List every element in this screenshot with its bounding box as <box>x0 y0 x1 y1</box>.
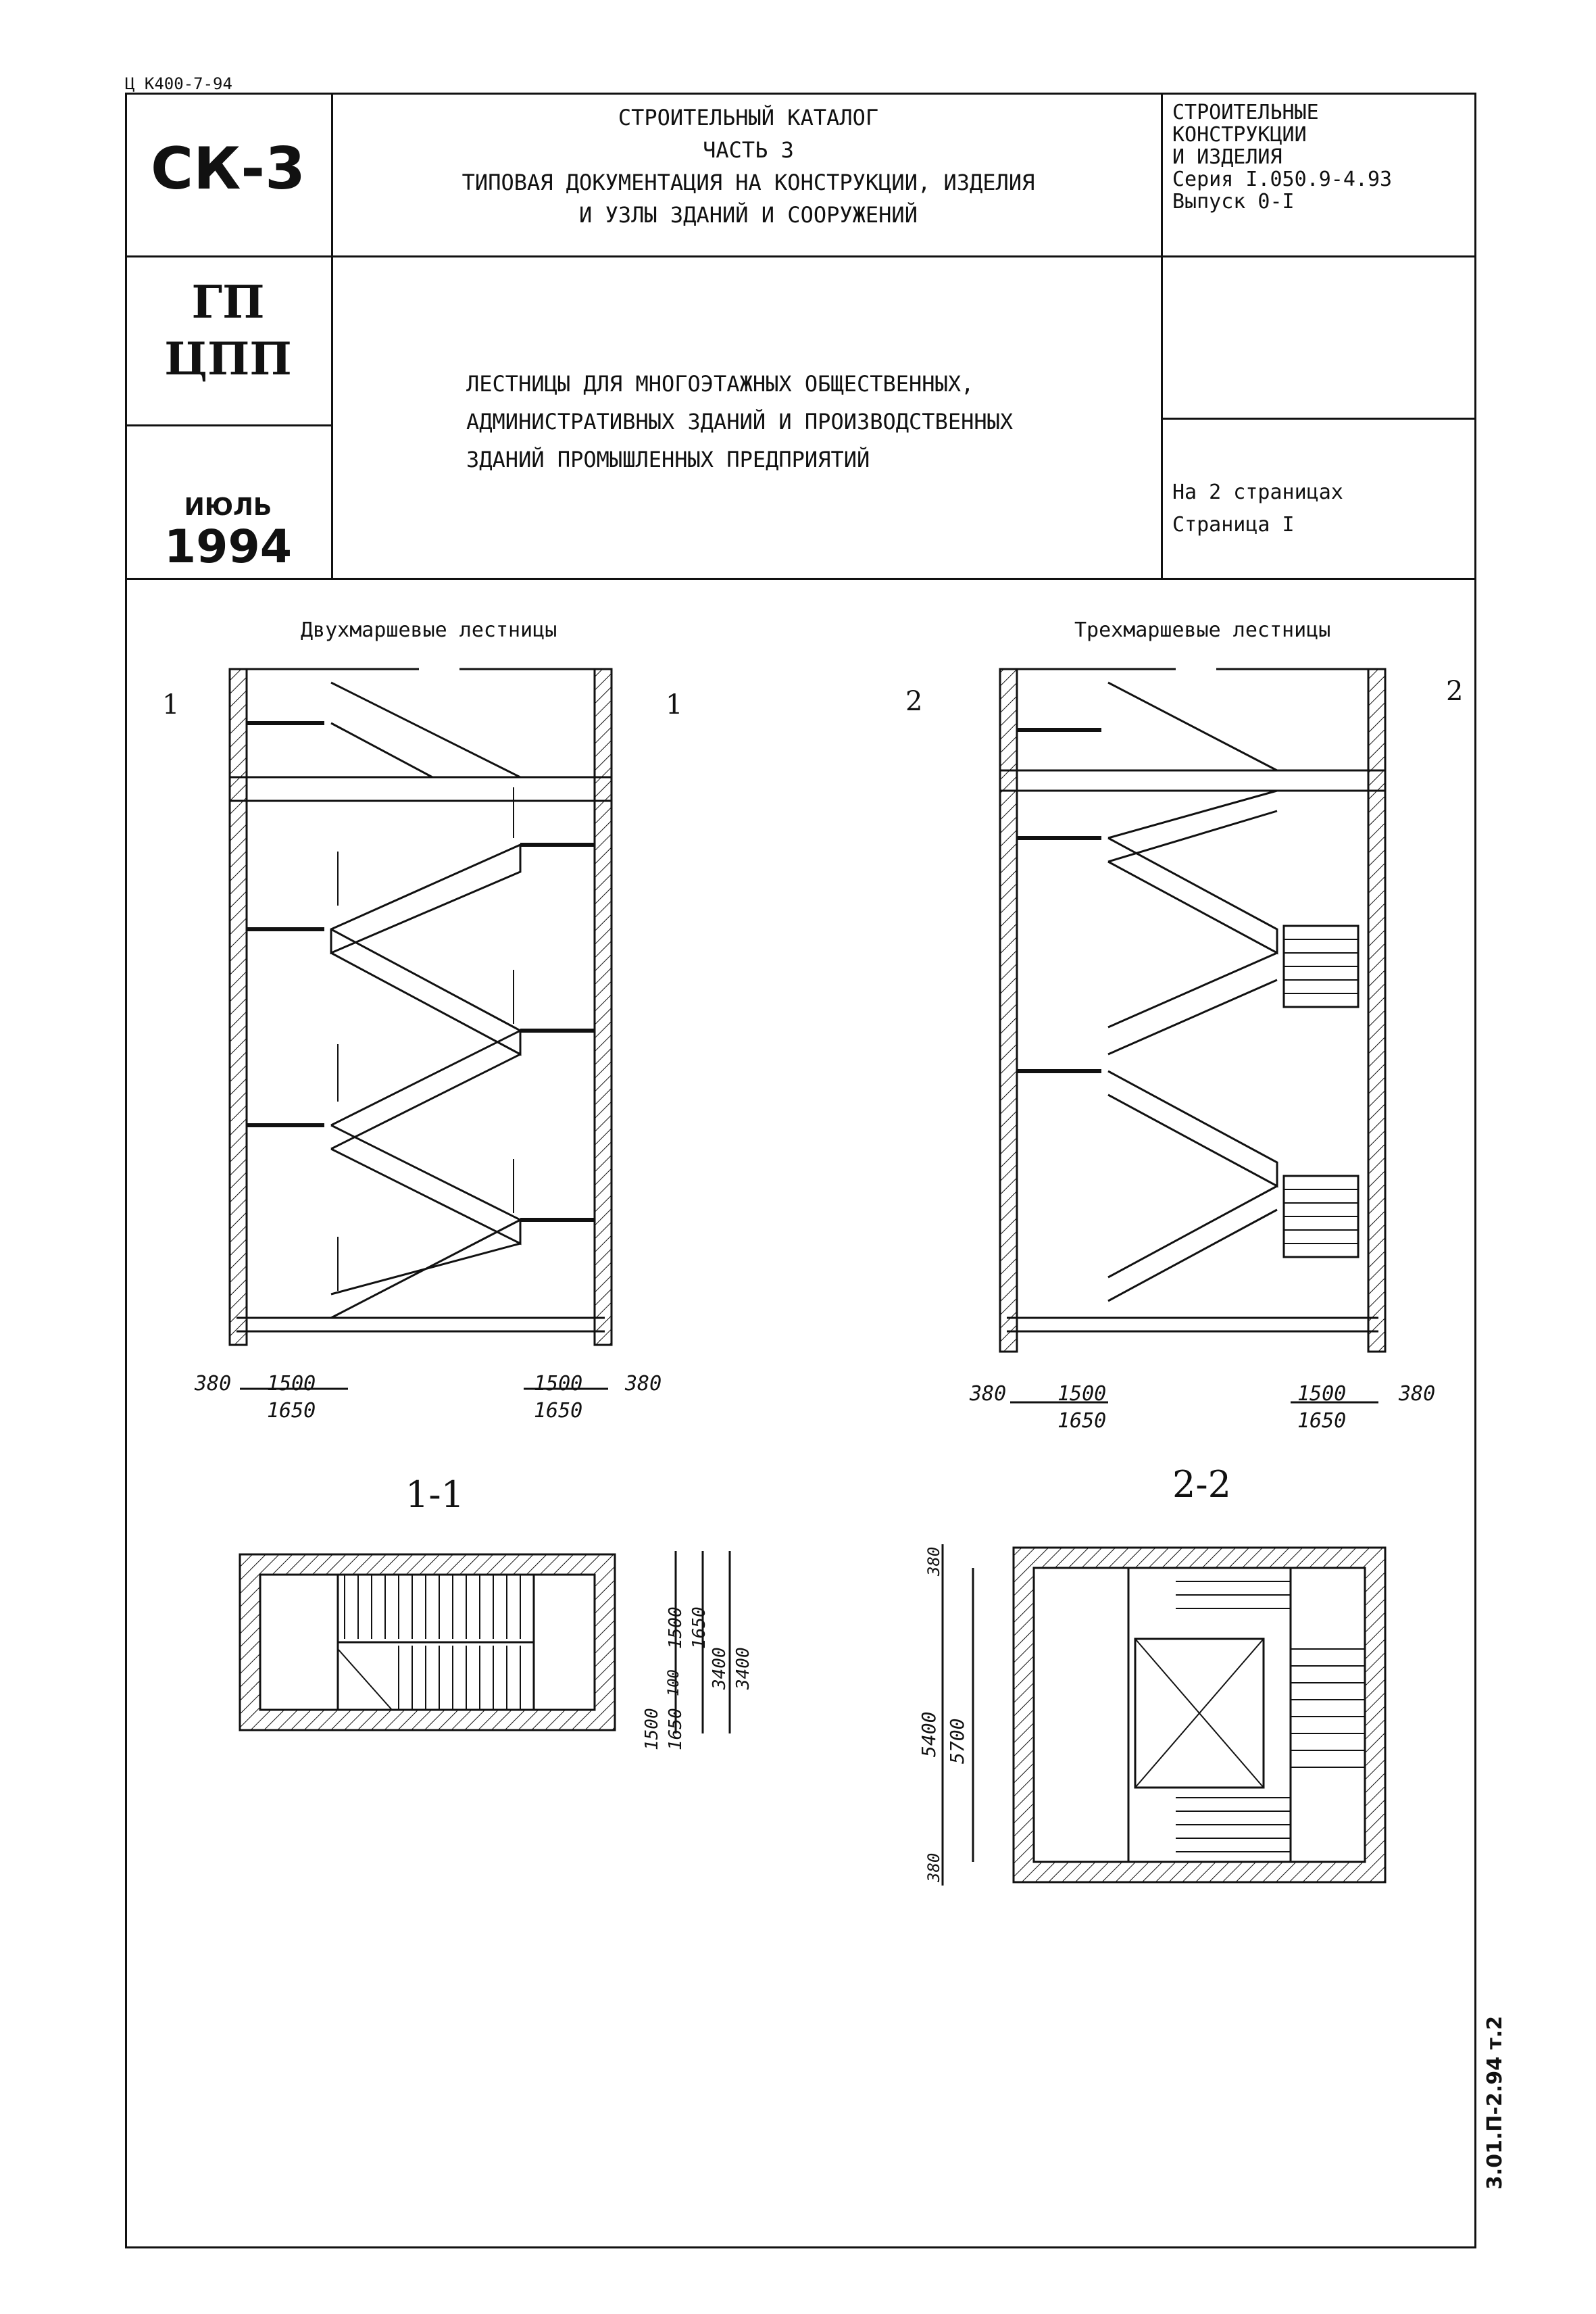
right-drawing-caption: Трехмаршевые лестницы <box>1074 618 1331 642</box>
drawing-frame <box>125 93 1476 2248</box>
issue-month: ИЮЛЬ <box>184 493 272 521</box>
dim-march: 1500 <box>534 1372 583 1396</box>
grid-line <box>331 95 333 578</box>
page-current: Страница I <box>1172 513 1295 537</box>
dim-march: 1500 <box>267 1372 316 1396</box>
cut-label-left-b: 1 <box>666 689 683 720</box>
catalog-line: ЧАСТЬ 3 <box>703 137 794 163</box>
cut-label-right-a: 2 <box>905 686 923 717</box>
document-code: Ц К400-7-94 <box>125 74 232 93</box>
issue-year: 1994 <box>164 520 293 574</box>
dim-wall: 380 <box>625 1372 662 1396</box>
title-line: ЛЕСТНИЦЫ ДЛЯ МНОГОЭТАЖНЫХ ОБЩЕСТВЕННЫХ, <box>466 371 974 397</box>
plan-1-1 <box>239 1551 731 1733</box>
three-march-elevation <box>999 668 1387 1404</box>
grid-line <box>127 424 331 426</box>
grid-line <box>1161 95 1163 578</box>
page-info: На 2 страницах Страница I <box>1172 476 1343 541</box>
series-line: КОНСТРУКЦИИ <box>1172 123 1307 147</box>
catalog-line: И УЗЛЫ ЗДАНИЙ И СООРУЖЕНИЙ <box>579 202 918 228</box>
pages-total: На 2 страницах <box>1172 481 1343 504</box>
plan-2-2 <box>941 1544 1387 1886</box>
left-drawing-caption: Двухмаршевые лестницы <box>301 618 557 642</box>
catalog-line: ТИПОВАЯ ДОКУМЕНТАЦИЯ НА КОНСТРУКЦИИ, ИЗД… <box>462 170 1035 195</box>
org-line: ЦПП <box>164 333 292 385</box>
document-title: ЛЕСТНИЦЫ ДЛЯ МНОГОЭТАЖНЫХ ОБЩЕСТВЕННЫХ, … <box>466 365 1013 478</box>
dim-total: 1650 <box>1297 1409 1347 1433</box>
dim-total: 1650 <box>1057 1409 1107 1433</box>
section-label-2-2: 2-2 <box>1172 1463 1231 1506</box>
catalog-title: СТРОИТЕЛЬНЫЙ КАТАЛОГ ЧАСТЬ 3 ТИПОВАЯ ДОК… <box>334 101 1162 231</box>
grid-line <box>1161 418 1476 420</box>
dim-wall: 380 <box>970 1382 1007 1406</box>
series-line: СТРОИТЕЛЬНЫЕ <box>1172 101 1319 124</box>
series-line: Серия I.050.9-4.93 <box>1172 168 1393 191</box>
cut-label-left-a: 1 <box>162 689 180 720</box>
grid-line <box>127 578 1476 580</box>
catalog-line: СТРОИТЕЛЬНЫЙ КАТАЛОГ <box>618 105 879 130</box>
dim-total: 1650 <box>534 1399 583 1423</box>
two-march-elevation <box>228 668 613 1390</box>
section-label-1-1: 1-1 <box>405 1473 464 1516</box>
dim-wall: 380 <box>195 1372 232 1396</box>
title-line: ЗДАНИЙ ПРОМЫШЛЕННЫХ ПРЕДПРИЯТИЙ <box>466 447 870 472</box>
cut-label-right-b: 2 <box>1446 676 1464 707</box>
org-line: ГП <box>191 276 265 328</box>
grid-line <box>127 255 1476 257</box>
catalog-code: СК-3 <box>151 135 305 203</box>
org-name: ГП ЦПП <box>125 274 331 387</box>
series-line: Выпуск 0-I <box>1172 190 1295 214</box>
series-line: И ИЗДЕЛИЯ <box>1172 145 1282 169</box>
series-info: СТРОИТЕЛЬНЫЕ КОНСТРУКЦИИ И ИЗДЕЛИЯ Серия… <box>1172 101 1392 213</box>
dim-wall: 380 <box>1399 1382 1436 1406</box>
dim-total: 1650 <box>267 1399 316 1423</box>
title-line: АДМИНИСТРАТИВНЫХ ЗДАНИЙ И ПРОИЗВОДСТВЕНН… <box>466 409 1014 435</box>
